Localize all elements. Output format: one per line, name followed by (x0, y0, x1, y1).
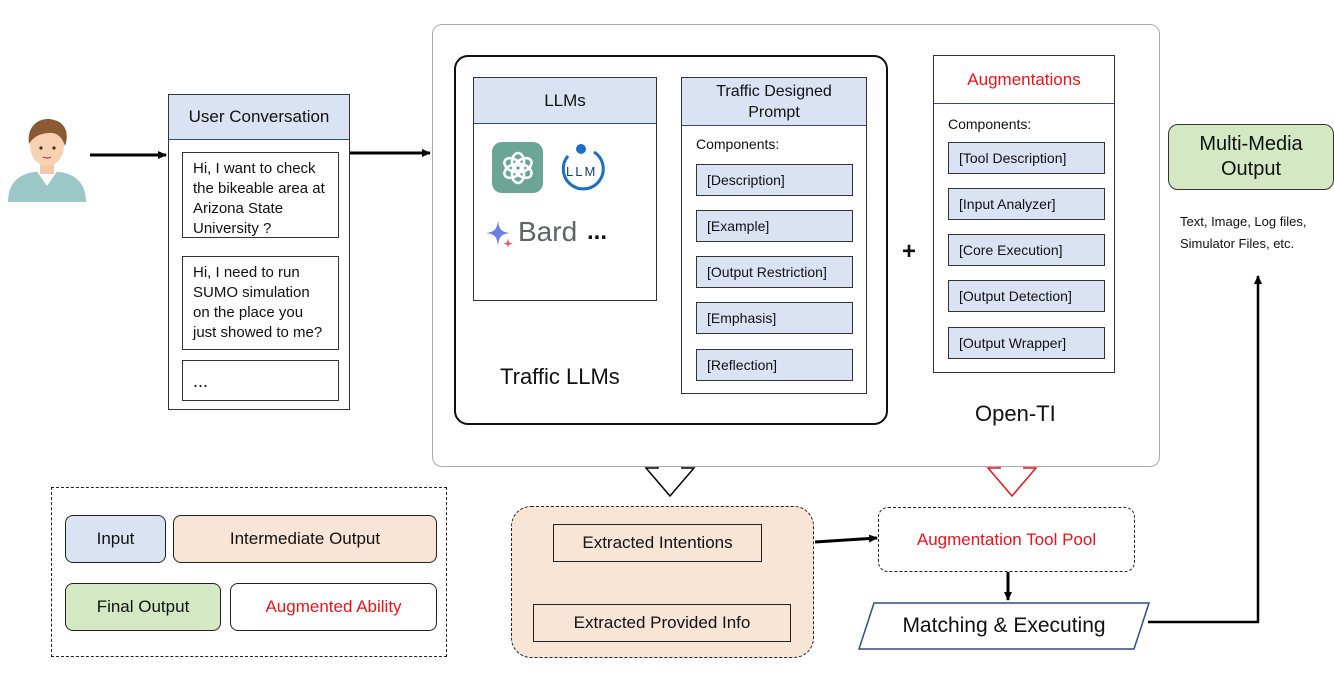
arrow-matching-to-output (1148, 275, 1262, 624)
augmentation-component: [Input Analyzer] (948, 188, 1105, 220)
multimedia-output-box: Multi-Media Output (1168, 124, 1334, 190)
legend-intermediate-output: Intermediate Output (173, 515, 437, 563)
conversation-message: Hi, I want to check the bikeable area at… (182, 152, 339, 238)
traffic-prompt-title: Traffic Designed Prompt (682, 78, 866, 126)
augmentation-component: [Output Detection] (948, 280, 1105, 312)
augmentations-panel: Augmentations Components: [Tool Descript… (933, 55, 1115, 373)
prompt-component: [Output Restriction] (696, 256, 853, 288)
llm-logo-icon: LLM (561, 144, 605, 191)
conversation-message: Hi, I need to run SUMO simulation on the… (182, 256, 339, 350)
prompt-component: [Description] (696, 164, 853, 196)
bard-star-icon (486, 220, 513, 248)
legend-input: Input (65, 515, 166, 563)
plus-sign: + (902, 238, 917, 265)
arrow-extracted-to-pool (814, 534, 878, 544)
augmentation-component: [Tool Description] (948, 142, 1105, 174)
llms-ellipsis: ... (587, 218, 608, 245)
matching-executing-shape (858, 602, 1150, 650)
prompt-components-label: Components: (696, 136, 780, 152)
user-conversation-title: User Conversation (169, 95, 349, 140)
user-conversation-panel: User Conversation Hi, I want to check th… (168, 94, 350, 410)
bard-label: Bard (518, 216, 578, 247)
svg-text:LLM: LLM (566, 164, 597, 179)
augmentations-title: Augmentations (934, 56, 1114, 104)
augmentations-components-label: Components: (948, 116, 1032, 132)
matching-executing-label: Matching & Executing (902, 614, 1106, 637)
llms-panel: LLMs LLM Bard ... (473, 77, 657, 301)
legend-box (51, 487, 447, 657)
user-avatar-icon (8, 119, 86, 202)
traffic-llms-label: Traffic LLMs (500, 364, 620, 389)
conversation-message: ... (182, 360, 339, 401)
extracted-provided-info-box: Extracted Provided Info (533, 604, 791, 642)
multimedia-output-description: Text, Image, Log files, Simulator Files,… (1180, 214, 1307, 251)
chatgpt-logo-icon (492, 142, 543, 193)
prompt-component: [Example] (696, 210, 853, 242)
legend-final-output: Final Output (65, 583, 221, 631)
legend-augmented-ability: Augmented Ability (230, 583, 437, 631)
llms-title: LLMs (474, 78, 656, 124)
augmentation-tool-pool-box: Augmentation Tool Pool (878, 507, 1135, 572)
extracted-intentions-box: Extracted Intentions (553, 524, 762, 562)
augmentation-component: [Output Wrapper] (948, 327, 1105, 359)
prompt-component: [Emphasis] (696, 302, 853, 334)
augmentation-component: [Core Execution] (948, 234, 1105, 266)
prompt-component: [Reflection] (696, 349, 853, 381)
open-ti-label: Open-TI (975, 401, 1056, 426)
extracted-info-group (511, 506, 814, 658)
traffic-prompt-panel: Traffic Designed Prompt Components: [Des… (681, 77, 867, 394)
